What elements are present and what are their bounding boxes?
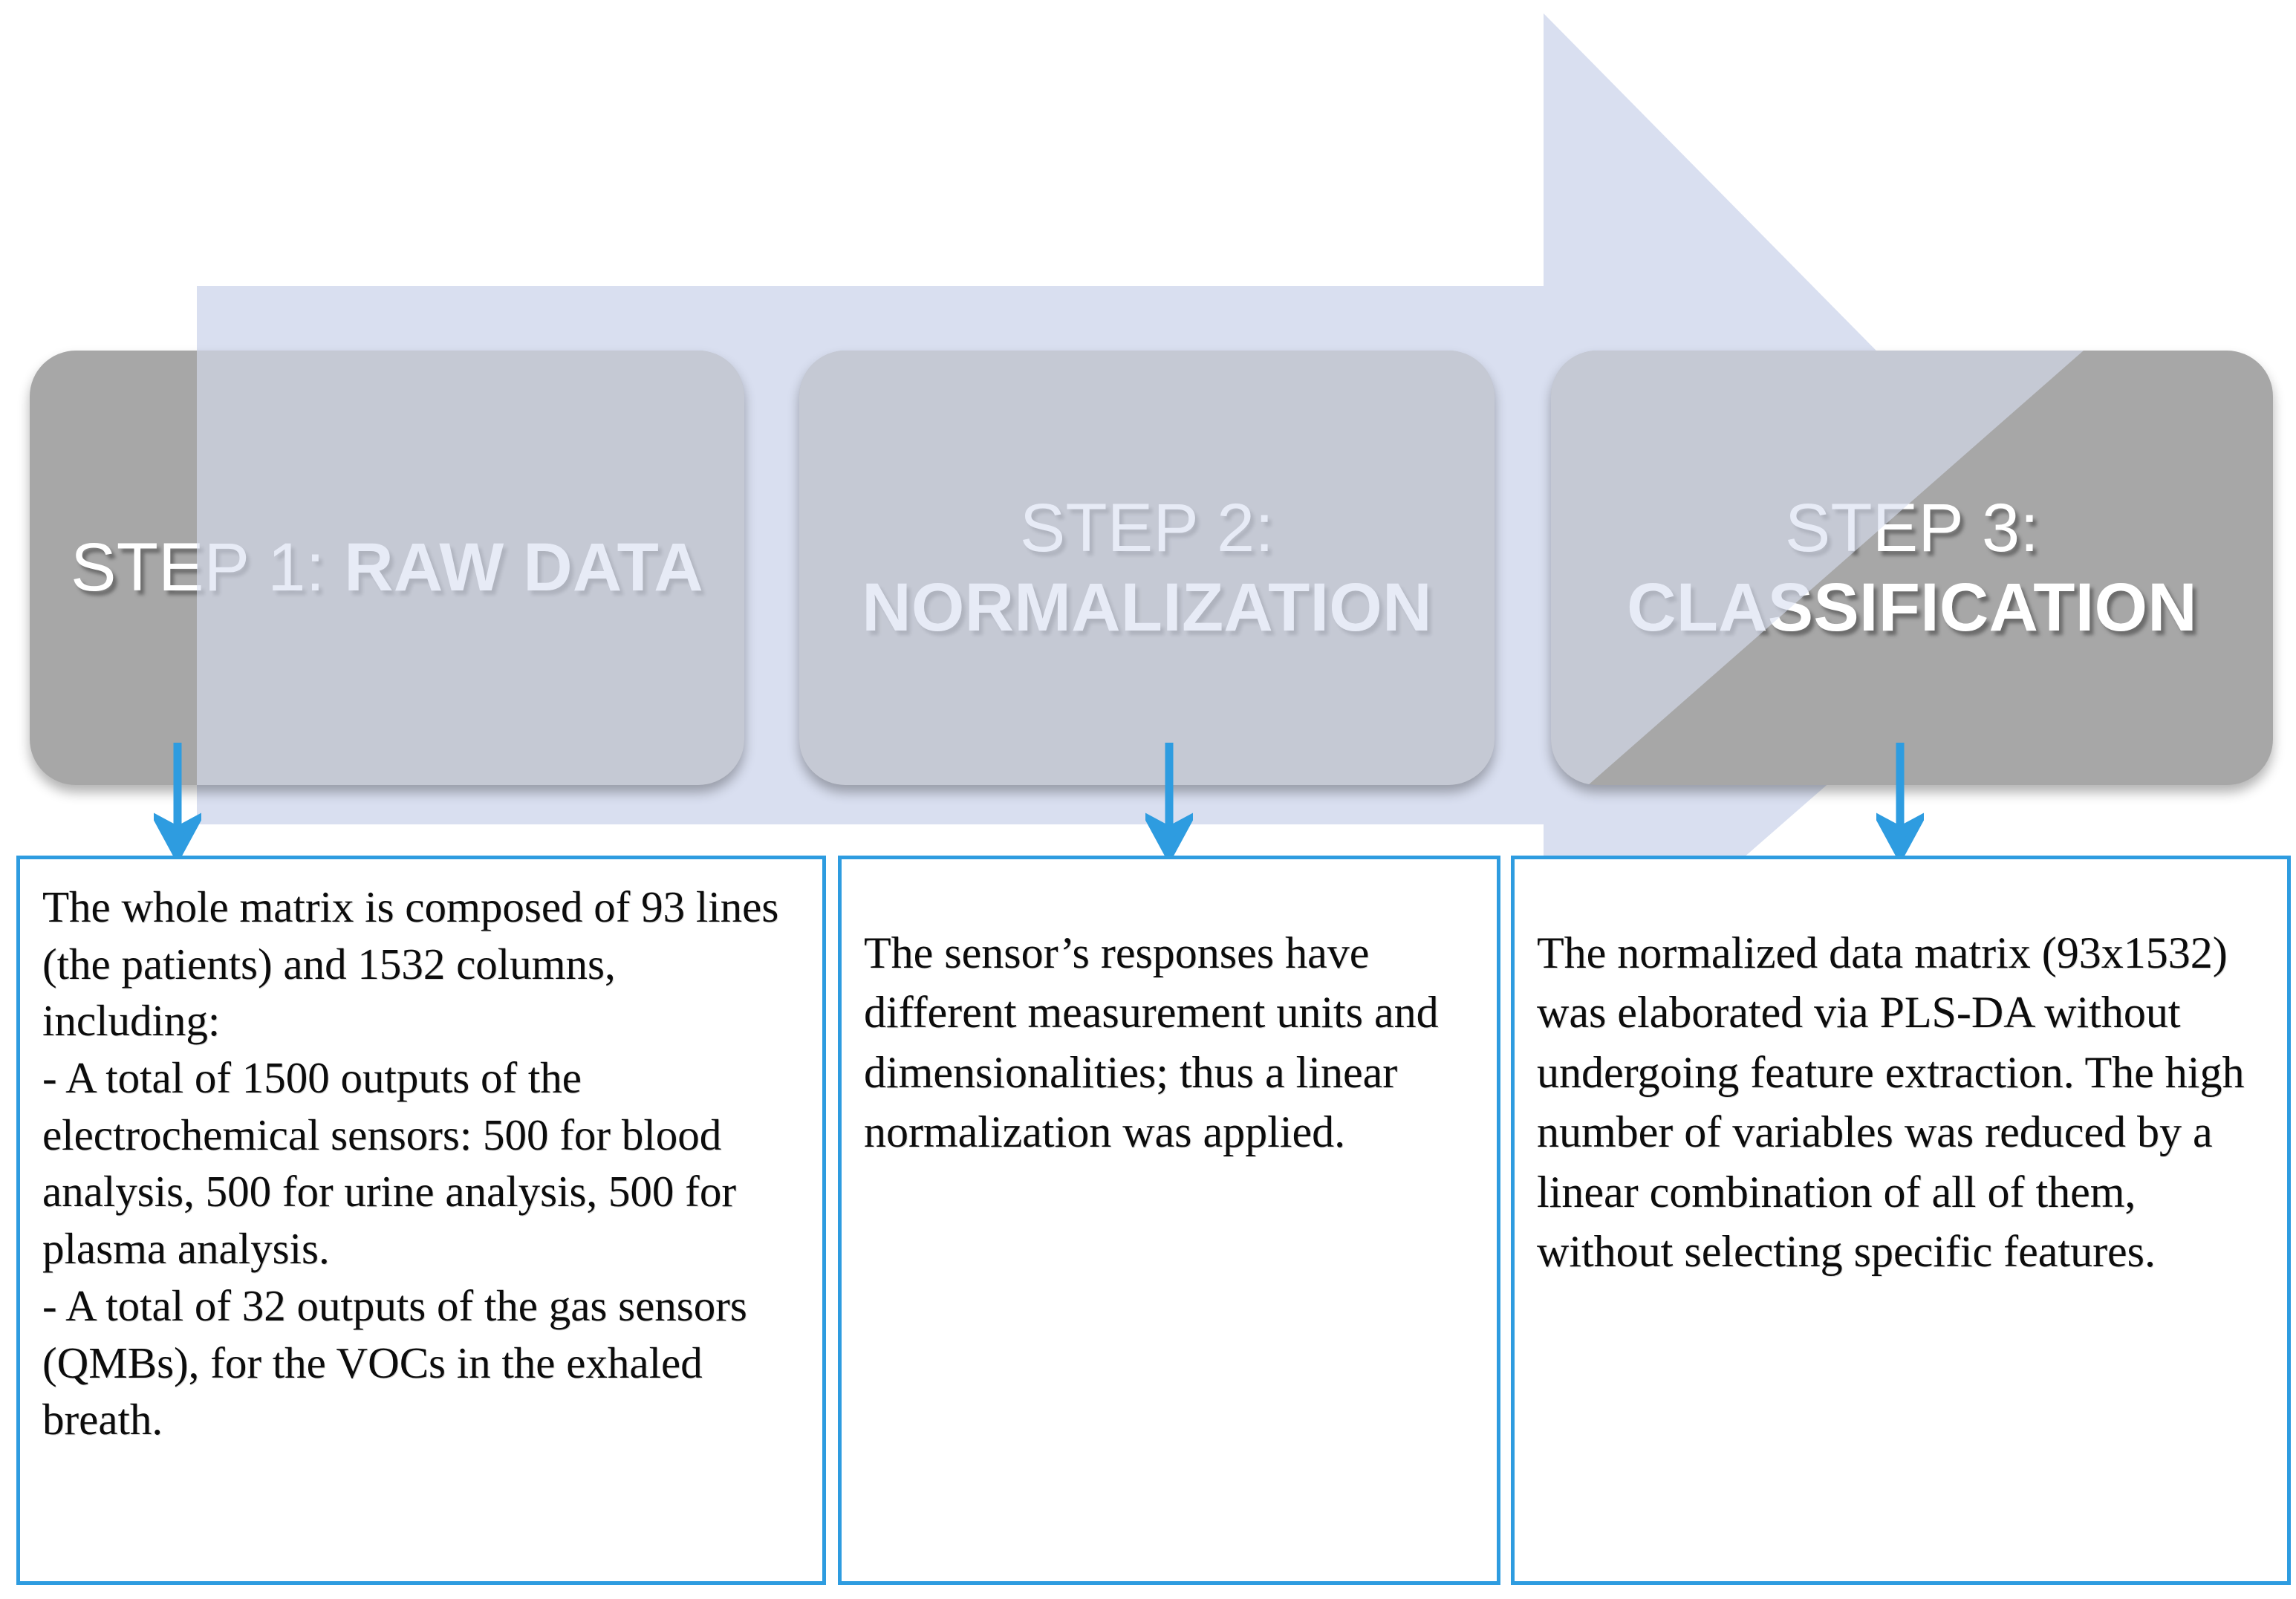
step-box-2[interactable]: STEP 2:NORMALIZATION [799,351,1495,785]
description-text-2: The sensor’s responses have different me… [864,928,1439,1157]
description-box-1: The whole matrix is composed of 93 lines… [16,856,826,1585]
step-3-label: STEP 3:CLASSIFICATION [1627,489,2197,645]
down-arrow-icon-2 [1145,743,1193,862]
down-arrow-icon-1 [154,743,201,862]
down-arrow-icon-3 [1876,743,1924,862]
description-text-3: The normalized data matrix (93x1532) was… [1537,928,2245,1276]
step-box-3[interactable]: STEP 3:CLASSIFICATION [1551,351,2273,785]
step-2-label: STEP 2:NORMALIZATION [862,489,1432,645]
description-text-1: The whole matrix is composed of 93 lines… [42,882,779,1445]
description-box-3: The normalized data matrix (93x1532) was… [1511,856,2291,1585]
step-box-1[interactable]: STEP 1: RAW DATA [30,351,744,785]
step-1-label: STEP 1: RAW DATA [71,530,703,606]
description-box-2: The sensor’s responses have different me… [838,856,1500,1585]
